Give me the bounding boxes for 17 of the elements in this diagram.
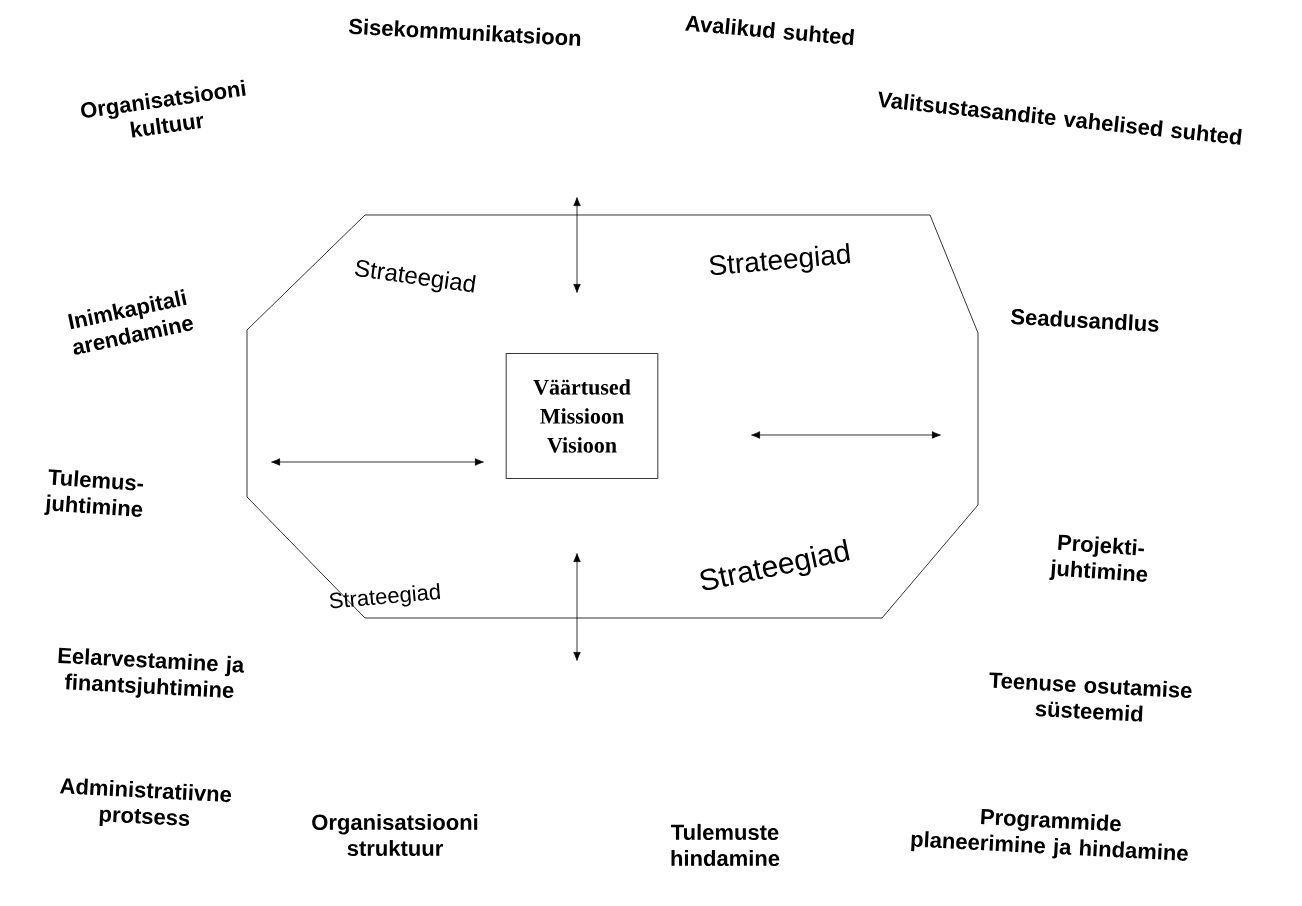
topic-label: Eelarvestamine ja finantsjuhtimine	[58, 647, 244, 699]
topic-label: Seadusandlus	[1010, 308, 1159, 332]
topic-label: Avalikud suhted	[685, 15, 854, 46]
section-label: Strateegiad	[700, 538, 850, 591]
topic-label: Valitsustasandite vahelised suhted	[878, 91, 1242, 145]
topic-label: Sisekommunikatsioon	[348, 18, 581, 46]
section-label: Strateegiad	[710, 242, 851, 275]
topic-label: Administratiivne protsess	[59, 778, 231, 827]
topic-label: Programmide planeerimine ja hindamine	[911, 808, 1188, 861]
center-box: Väärtused Missioon Visioon	[505, 353, 659, 479]
topic-label: Tulemus- juhtimine	[44, 469, 144, 517]
topic-label: Organisatsiooni struktuur	[312, 813, 478, 857]
section-label: Strateegiad	[330, 583, 441, 609]
topic-label: Teenuse osutamise süsteemid	[989, 672, 1192, 722]
topic-label: Projekti- juhtimine	[1049, 534, 1148, 582]
section-label: Strateegiad	[355, 260, 476, 293]
topic-label: Tulemuste hindamine	[671, 823, 780, 867]
